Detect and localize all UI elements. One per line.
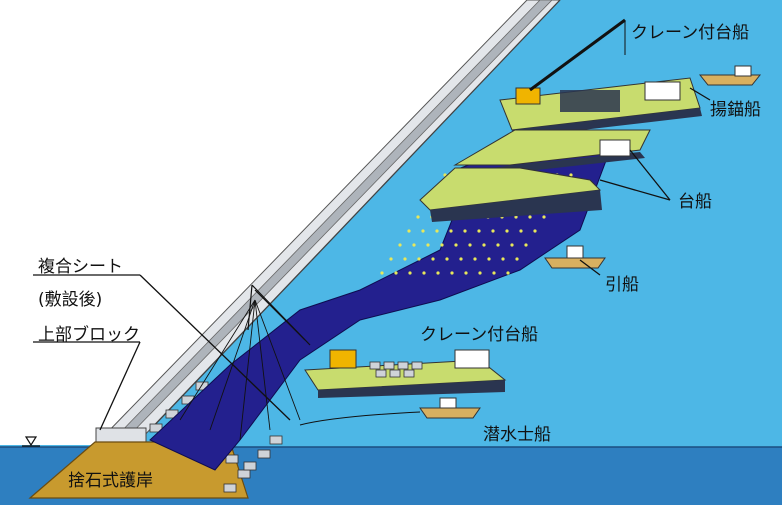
- anchor-boat-shape: [698, 65, 762, 86]
- sheet-dot: [450, 271, 454, 275]
- sheet-dot: [492, 271, 496, 275]
- sheet-dot: [477, 229, 481, 233]
- sheet-dot: [403, 257, 407, 261]
- sheet-dot: [487, 257, 491, 261]
- sheet-dot: [407, 229, 411, 233]
- sheet-dot: [431, 257, 435, 261]
- sheet-dot: [459, 257, 463, 261]
- sheet-dot: [510, 243, 514, 247]
- label-barge: 台船: [678, 192, 712, 212]
- sheet-dot: [524, 243, 528, 247]
- sheet-dot: [468, 243, 472, 247]
- sheet-dot: [463, 229, 467, 233]
- sheet-dot: [542, 215, 546, 219]
- sheet-dot: [514, 215, 518, 219]
- label-composite-sheet: 複合シート: [38, 257, 123, 277]
- sheet-dot: [380, 271, 384, 275]
- label-crane-barge-top: クレーン付台船: [631, 23, 749, 43]
- wall-crane: [247, 284, 311, 346]
- sheet-dot: [496, 243, 500, 247]
- sheet-dot: [464, 271, 468, 275]
- sheet-dot: [454, 243, 458, 247]
- sheet-dot: [440, 243, 444, 247]
- diver-boat-shape: [419, 397, 481, 419]
- sheet-dot: [389, 257, 393, 261]
- sheet-dot: [408, 271, 412, 275]
- sheet-dot: [473, 257, 477, 261]
- sheet-dot: [416, 215, 420, 219]
- sheet-dot: [445, 257, 449, 261]
- sheet-dot: [501, 257, 505, 261]
- sheet-dot: [505, 229, 509, 233]
- sheet-dot: [435, 229, 439, 233]
- sheet-dot: [422, 271, 426, 275]
- sheet-dot: [398, 243, 402, 247]
- white-upper-left: [0, 0, 545, 440]
- label-anchor-boat: 揚錨船: [710, 100, 761, 120]
- sheet-dot: [515, 257, 519, 261]
- label-tug-boat: 引船: [605, 275, 639, 295]
- sheet-dot: [569, 173, 573, 177]
- sheet-dot: [519, 229, 523, 233]
- leader-lines: [33, 87, 711, 431]
- water-level-symbol: [24, 436, 38, 447]
- sheet-dot: [449, 229, 453, 233]
- sheet-dot: [426, 243, 430, 247]
- sheet-dot: [533, 229, 537, 233]
- barge-lower: [419, 167, 602, 222]
- sheet-dot: [436, 271, 440, 275]
- tug-boat-shape: [544, 245, 606, 269]
- sheet-dot: [482, 243, 486, 247]
- label-composite-sheet-note: (敷設後): [38, 290, 102, 310]
- sheet-dot: [506, 271, 510, 275]
- sheet-dot: [417, 257, 421, 261]
- diver-hose: [299, 411, 421, 426]
- sheet-dot: [421, 229, 425, 233]
- label-upper-block: 上部ブロック: [38, 324, 140, 345]
- label-crane-barge-bottom: クレーン付台船: [420, 325, 538, 345]
- label-diver-boat: 潜水士船: [483, 425, 551, 445]
- upper-block-shape: [95, 427, 147, 443]
- sheet-dot: [478, 271, 482, 275]
- crane-barge-bottom: [304, 349, 507, 398]
- sheet-dot: [528, 215, 532, 219]
- sheet-dot: [412, 243, 416, 247]
- sheet-dot: [394, 271, 398, 275]
- sheet-dot: [491, 229, 495, 233]
- label-rubble-revetment: 捨石式護岸: [68, 471, 153, 491]
